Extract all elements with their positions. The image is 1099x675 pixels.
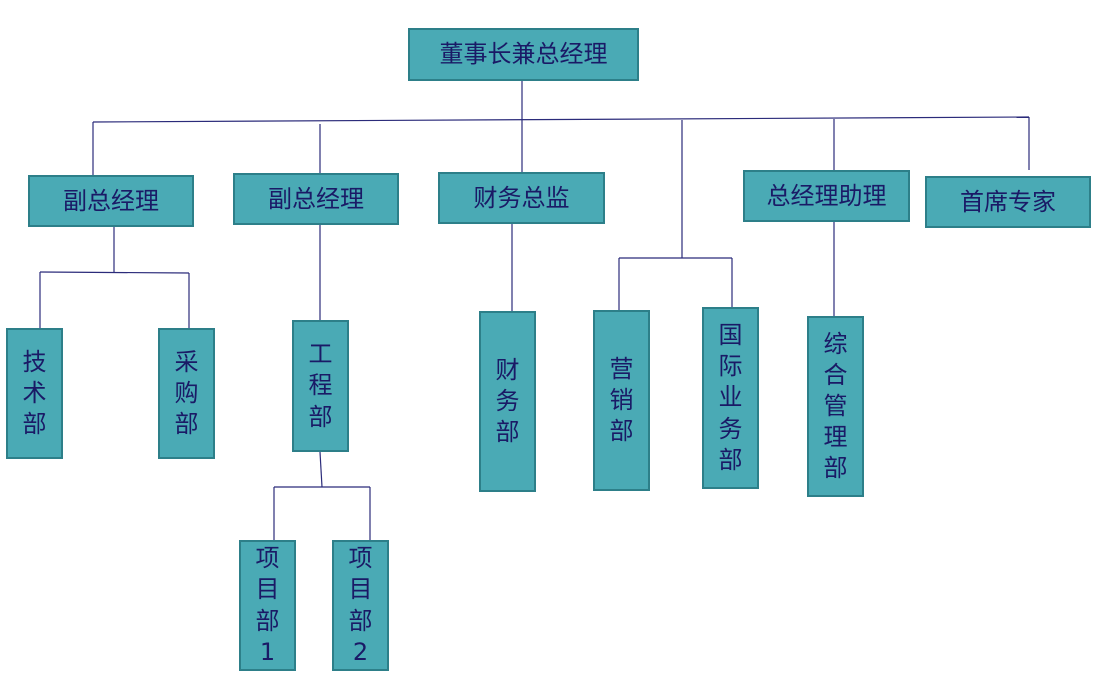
node-vp2: 副总经理 <box>233 173 399 225</box>
node-admin: 综合管理部 <box>807 316 864 497</box>
node-label: 营销部 <box>609 354 634 446</box>
node-label: 首席专家 <box>960 187 1056 216</box>
node-label: 采购部 <box>174 347 199 439</box>
node-proj2: 项目部2 <box>332 540 389 671</box>
root-node: 董事长兼总经理 <box>408 28 639 81</box>
node-label: 副总经理 <box>268 184 364 213</box>
node-assistant: 总经理助理 <box>743 170 910 222</box>
node-sales: 营销部 <box>593 310 650 491</box>
node-label: 董事长兼总经理 <box>439 40 608 69</box>
node-proj1: 项目部1 <box>239 540 296 671</box>
node-label: 工程部 <box>308 340 333 431</box>
node-vp1: 副总经理 <box>28 175 194 227</box>
connector <box>319 451 323 488</box>
node-label: 技术部 <box>22 347 47 439</box>
node-label: 综合管理部 <box>823 329 848 483</box>
node-label: 项目部2 <box>348 544 373 666</box>
node-cfo: 财务总监 <box>438 172 605 224</box>
node-label: 国际业务部 <box>718 321 743 474</box>
node-purchase: 采购部 <box>158 328 215 459</box>
connector <box>92 116 1030 123</box>
node-tech: 技术部 <box>6 328 63 459</box>
node-label: 财务总监 <box>473 183 570 212</box>
node-label: 总经理助理 <box>766 181 887 210</box>
node-intl: 国际业务部 <box>702 307 759 489</box>
node-engineering: 工程部 <box>292 320 349 452</box>
connector <box>39 271 190 274</box>
node-expert: 首席专家 <box>925 176 1091 228</box>
node-finance: 财务部 <box>479 311 536 492</box>
node-label: 副总经理 <box>63 186 159 215</box>
node-label: 财务部 <box>495 355 520 447</box>
node-label: 项目部1 <box>255 544 280 666</box>
